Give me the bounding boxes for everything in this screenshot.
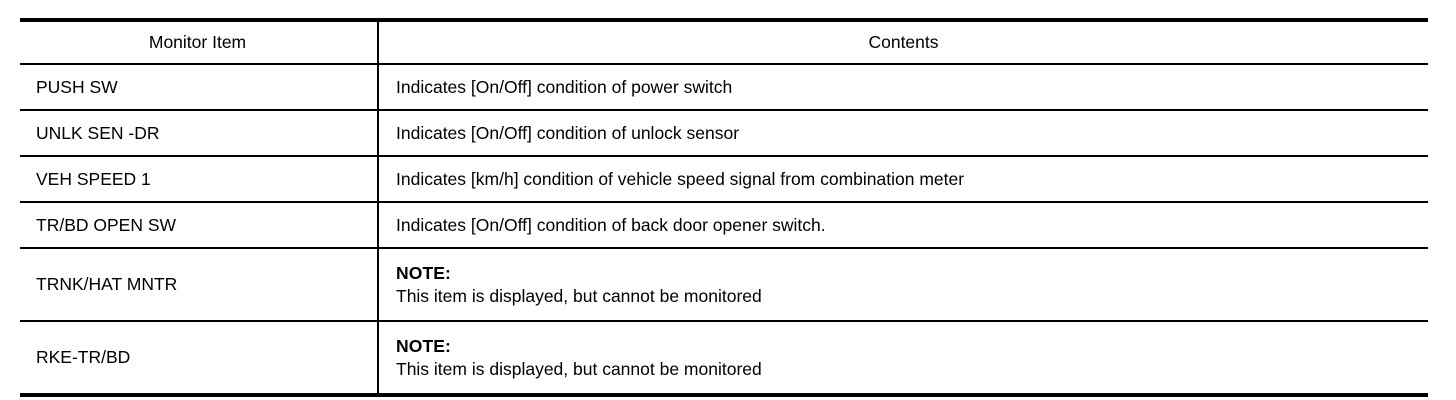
row-contents-cell: Indicates [On/Off] condition of back doo… [378,202,1428,249]
table-row: PUSH SW Indicates [On/Off] condition of … [20,64,1428,111]
row-contents-cell: NOTE: This item is displayed, but cannot… [378,321,1428,395]
note-body: This item is displayed, but cannot be mo… [396,285,762,306]
row-contents-cell: Indicates [On/Off] condition of unlock s… [378,110,1428,157]
row-monitor-item-cell: VEH SPEED 1 [20,156,379,203]
note-title: NOTE: [396,263,451,284]
row-contents-text: Indicates [km/h] condition of vehicle sp… [396,168,965,189]
row-contents-note: NOTE: This item is displayed, but cannot… [379,262,1428,307]
column-header-monitor-item-label: Monitor Item [148,32,247,53]
note-title: NOTE: [396,336,451,357]
row-monitor-item-cell: PUSH SW [20,64,379,111]
table-row: UNLK SEN -DR Indicates [On/Off] conditio… [20,110,1428,157]
row-monitor-item-label: TRNK/HAT MNTR [36,274,178,295]
table-row: TRNK/HAT MNTR NOTE: This item is display… [20,248,1428,322]
note-body: This item is displayed, but cannot be mo… [396,358,762,379]
row-contents-cell: NOTE: This item is displayed, but cannot… [378,248,1428,322]
column-header-contents: Contents [378,20,1428,65]
row-contents-text: Indicates [On/Off] condition of power sw… [396,76,733,97]
table-header-row: Monitor Item Contents [20,20,1428,65]
row-contents-cell: Indicates [On/Off] condition of power sw… [378,64,1428,111]
row-monitor-item-label: VEH SPEED 1 [36,168,151,189]
table-body: PUSH SW Indicates [On/Off] condition of … [20,64,1428,395]
row-monitor-item-cell: TR/BD OPEN SW [20,202,379,249]
row-contents-note: NOTE: This item is displayed, but cannot… [379,335,1428,380]
table-header: Monitor Item Contents [20,20,1428,65]
table-row: VEH SPEED 1 Indicates [km/h] condition o… [20,156,1428,203]
column-header-monitor-item: Monitor Item [20,20,379,65]
row-contents-cell: Indicates [km/h] condition of vehicle sp… [378,156,1428,203]
row-monitor-item-cell: UNLK SEN -DR [20,110,379,157]
table-row: RKE-TR/BD NOTE: This item is displayed, … [20,321,1428,395]
row-monitor-item-label: TR/BD OPEN SW [36,214,177,235]
row-monitor-item-cell: TRNK/HAT MNTR [20,248,379,322]
row-monitor-item-label: RKE-TR/BD [36,347,131,368]
row-contents-text: Indicates [On/Off] condition of back doo… [396,214,826,235]
row-monitor-item-cell: RKE-TR/BD [20,321,379,395]
row-monitor-item-label: UNLK SEN -DR [36,122,160,143]
row-contents-text: Indicates [On/Off] condition of unlock s… [396,122,740,143]
table-row: TR/BD OPEN SW Indicates [On/Off] conditi… [20,202,1428,249]
monitor-item-contents-table: Monitor Item Contents PUSH SW Indicates … [20,18,1428,397]
row-monitor-item-label: PUSH SW [36,76,118,97]
column-header-contents-label: Contents [868,32,939,53]
